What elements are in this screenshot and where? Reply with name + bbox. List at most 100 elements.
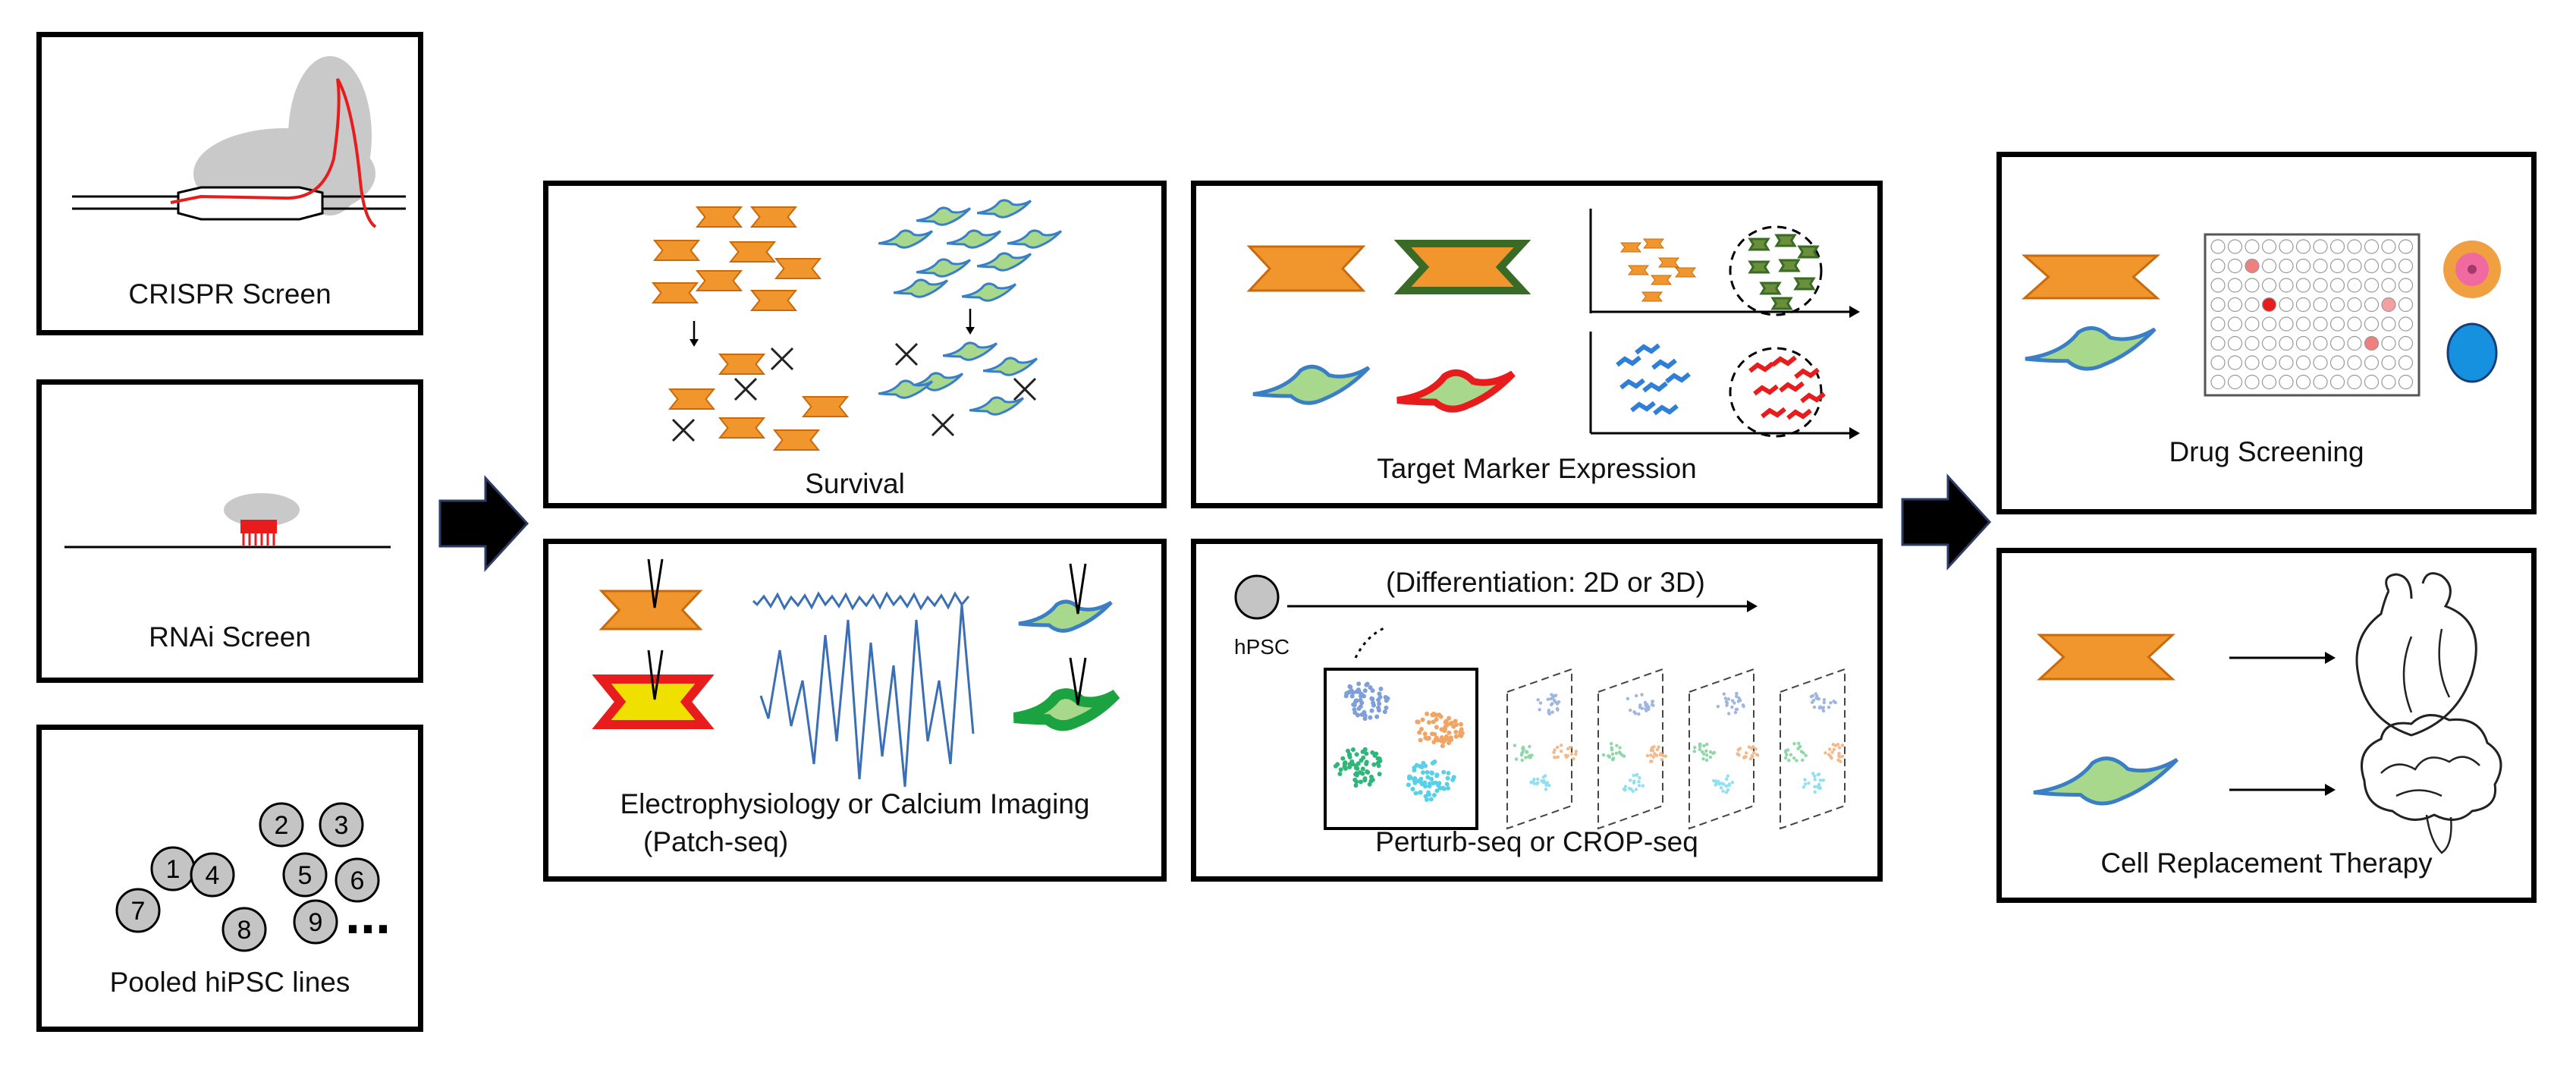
- single-cell-point: [1458, 722, 1463, 727]
- single-cell-point: [1634, 788, 1638, 791]
- well-icon: [2381, 258, 2396, 274]
- single-cell-point: [1733, 701, 1736, 705]
- single-cell-point: [1374, 751, 1379, 756]
- single-cell-point: [1798, 744, 1802, 749]
- single-cell-point: [1632, 773, 1635, 778]
- single-cell-point: [1752, 750, 1756, 755]
- single-cell-point: [1611, 757, 1615, 761]
- well-icon: [2381, 335, 2396, 351]
- single-cell-point: [1730, 705, 1734, 709]
- single-cell-point: [1430, 760, 1435, 766]
- neuron-icon: [916, 206, 972, 226]
- organoid-center-icon: [2468, 265, 2477, 274]
- well-icon: [2364, 355, 2380, 370]
- cardiomyocyte-icon: [1759, 281, 1782, 295]
- cardiomyocyte-icon: [695, 270, 743, 291]
- single-cell-point: [1830, 750, 1834, 754]
- single-cell-point: [1839, 759, 1842, 763]
- neuron-marker-point: [1794, 367, 1820, 379]
- well-icon: [2279, 297, 2294, 313]
- single-cell-point: [1346, 752, 1352, 757]
- single-cell-point: [1559, 749, 1563, 753]
- neuron-icon: [1007, 229, 1063, 249]
- single-cell-point: [1803, 778, 1807, 781]
- crispr-screen-panel: CRISPR Screen: [36, 32, 423, 335]
- cardiomyocyte-icon: [728, 241, 777, 263]
- single-cell-point: [1446, 785, 1451, 791]
- well-icon: [2245, 355, 2260, 370]
- single-cell-point: [1429, 731, 1434, 737]
- target-marker-illustration: [1246, 209, 1860, 439]
- single-cell-point: [1733, 710, 1738, 715]
- single-cell-point: [1618, 746, 1622, 750]
- x-mark-icon: [671, 418, 696, 442]
- cardiomyocyte-icon: [1642, 238, 1665, 249]
- neuron-icon: [1396, 369, 1516, 413]
- single-cell-point: [1837, 751, 1841, 756]
- single-cell-point: [1431, 740, 1437, 745]
- single-cell-point: [1364, 751, 1369, 756]
- single-cell-point: [1618, 751, 1623, 755]
- single-cell-point: [1832, 700, 1836, 703]
- well-icon: [2329, 355, 2345, 370]
- well-icon: [2210, 297, 2226, 313]
- well-icon: [2245, 258, 2260, 274]
- single-cell-point: [1448, 721, 1453, 726]
- single-cell-point: [1434, 772, 1440, 778]
- single-cell-point: [1568, 745, 1572, 750]
- cell-line-icon: [190, 852, 235, 898]
- single-cell-point: [1431, 793, 1437, 798]
- cell-line-number: 2: [275, 811, 289, 840]
- single-cell-point: [1754, 747, 1758, 751]
- well-icon: [2347, 355, 2362, 370]
- single-cell-point: [1447, 741, 1452, 746]
- cardiomyocyte-icon: [749, 290, 798, 311]
- single-cell-point: [1822, 697, 1827, 702]
- well-plate-icon: [2204, 233, 2420, 397]
- single-cell-point: [1521, 745, 1525, 750]
- single-cell-point: [1431, 712, 1436, 718]
- well-icon: [2347, 239, 2362, 254]
- single-cell-point: [1423, 784, 1428, 789]
- rnai-screen-label: RNAi Screen: [149, 621, 311, 652]
- single-cell-point: [1801, 758, 1805, 763]
- neuron-marker-point: [1761, 407, 1786, 419]
- single-cell-point: [1633, 712, 1638, 715]
- single-cell-point: [1818, 778, 1823, 782]
- single-cell-point: [1601, 753, 1606, 757]
- single-cell-point: [1725, 701, 1729, 705]
- arrowhead-icon: [966, 327, 975, 335]
- single-cell-point: [1814, 696, 1818, 700]
- single-cell-point: [1349, 689, 1354, 694]
- well-icon: [2313, 258, 2328, 274]
- well-icon: [2227, 297, 2243, 313]
- single-cell-point: [1362, 688, 1368, 693]
- single-cell-point: [1550, 696, 1555, 700]
- single-cell-point: [1429, 770, 1434, 775]
- well-icon: [2295, 258, 2311, 274]
- single-cell-point: [1426, 790, 1431, 795]
- well-icon: [2329, 335, 2345, 351]
- single-cell-point: [1419, 765, 1425, 770]
- well-icon: [2261, 297, 2277, 313]
- drug-screening-illustration: [2022, 233, 2501, 397]
- single-cell-point: [1723, 697, 1728, 700]
- pipette-icon: [1069, 657, 1087, 706]
- single-cell-point: [1429, 776, 1434, 781]
- well-icon: [2227, 355, 2243, 370]
- single-cell-point: [1514, 757, 1519, 761]
- perturb-seq-label: Perturb-seq or CROP-seq: [1375, 826, 1698, 857]
- rnai-illustration: [64, 493, 391, 549]
- well-icon: [2279, 355, 2294, 370]
- single-cell-point: [1637, 712, 1641, 716]
- single-cell-point: [1343, 766, 1348, 771]
- arrowhead-icon: [1747, 600, 1758, 612]
- neuron-icon: [1252, 364, 1371, 405]
- crispr-screen-label: CRISPR Screen: [128, 278, 331, 310]
- target-marker-panel: Target Marker Expression: [1191, 181, 1883, 508]
- neuron-marker-point: [1635, 343, 1660, 355]
- well-icon: [2347, 297, 2362, 313]
- single-cell-point: [1446, 771, 1451, 776]
